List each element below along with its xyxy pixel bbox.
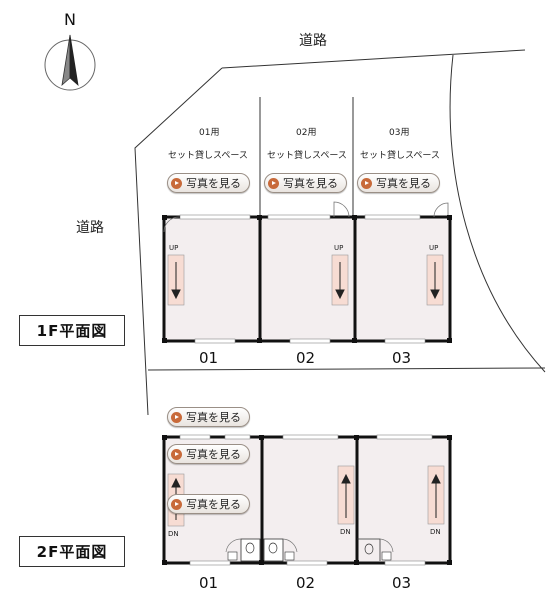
play-icon <box>171 177 182 189</box>
unit-number-2f-02: 02 <box>296 574 316 592</box>
unit-type-label-01: セット貸しスペース <box>168 151 248 161</box>
stair-label-2f-02: DN <box>340 528 351 536</box>
view-photo-button-2f-bottom[interactable]: 写真を見る <box>167 494 250 514</box>
stair-label-1f-01: UP <box>169 244 178 252</box>
view-photo-label: 写真を見る <box>186 448 241 461</box>
stair-label-1f-02: UP <box>334 244 343 252</box>
unit-number-2f-01: 01 <box>199 574 219 592</box>
floor1-building <box>162 201 452 344</box>
unit-number-1f-03: 03 <box>392 349 412 367</box>
play-icon <box>171 498 182 510</box>
view-photo-label: 写真を見る <box>283 177 338 190</box>
stair-label-2f-01: DN <box>168 530 179 538</box>
floor2-stair-arrows <box>171 473 441 520</box>
view-photo-label: 写真を見る <box>186 177 241 190</box>
view-photo-button-2f-top[interactable]: 写真を見る <box>167 407 250 427</box>
site-boundary <box>134 49 546 416</box>
unit-type-label-02: セット貸しスペース <box>267 151 347 161</box>
view-photo-button-1f-01[interactable]: 写真を見る <box>167 173 250 193</box>
play-icon <box>268 177 279 189</box>
view-photo-label: 写真を見る <box>186 411 241 424</box>
play-icon <box>361 177 372 189</box>
unit-plan-label-03: 03用 <box>389 128 410 138</box>
road-label-left: 道路 <box>76 220 104 236</box>
road-label-top: 道路 <box>299 33 327 49</box>
stair-label-1f-03: UP <box>429 244 438 252</box>
view-photo-label: 写真を見る <box>376 177 431 190</box>
unit-plan-label-01: 01用 <box>199 128 220 138</box>
view-photo-button-1f-03[interactable]: 写真を見る <box>357 173 440 193</box>
unit-number-2f-03: 03 <box>392 574 412 592</box>
play-icon <box>171 411 182 423</box>
compass <box>44 34 96 91</box>
unit-number-1f-01: 01 <box>199 349 219 367</box>
view-photo-label: 写真を見る <box>186 498 241 511</box>
floor2-plan-label: 2F平面図 <box>19 536 125 567</box>
floor1-stair-arrows <box>171 262 440 300</box>
stair-label-2f-03: DN <box>430 528 441 536</box>
play-icon <box>171 448 182 460</box>
north-label: N <box>64 10 76 29</box>
unit-type-label-03: セット貸しスペース <box>360 151 440 161</box>
unit-plan-label-02: 02用 <box>296 128 317 138</box>
view-photo-button-1f-02[interactable]: 写真を見る <box>264 173 347 193</box>
compass-needle-left <box>61 34 71 87</box>
view-photo-button-2f-middle[interactable]: 写真を見る <box>167 444 250 464</box>
floor1-plan-label: 1F平面図 <box>19 315 125 346</box>
unit-number-1f-02: 02 <box>296 349 316 367</box>
compass-needle-right <box>69 34 79 87</box>
